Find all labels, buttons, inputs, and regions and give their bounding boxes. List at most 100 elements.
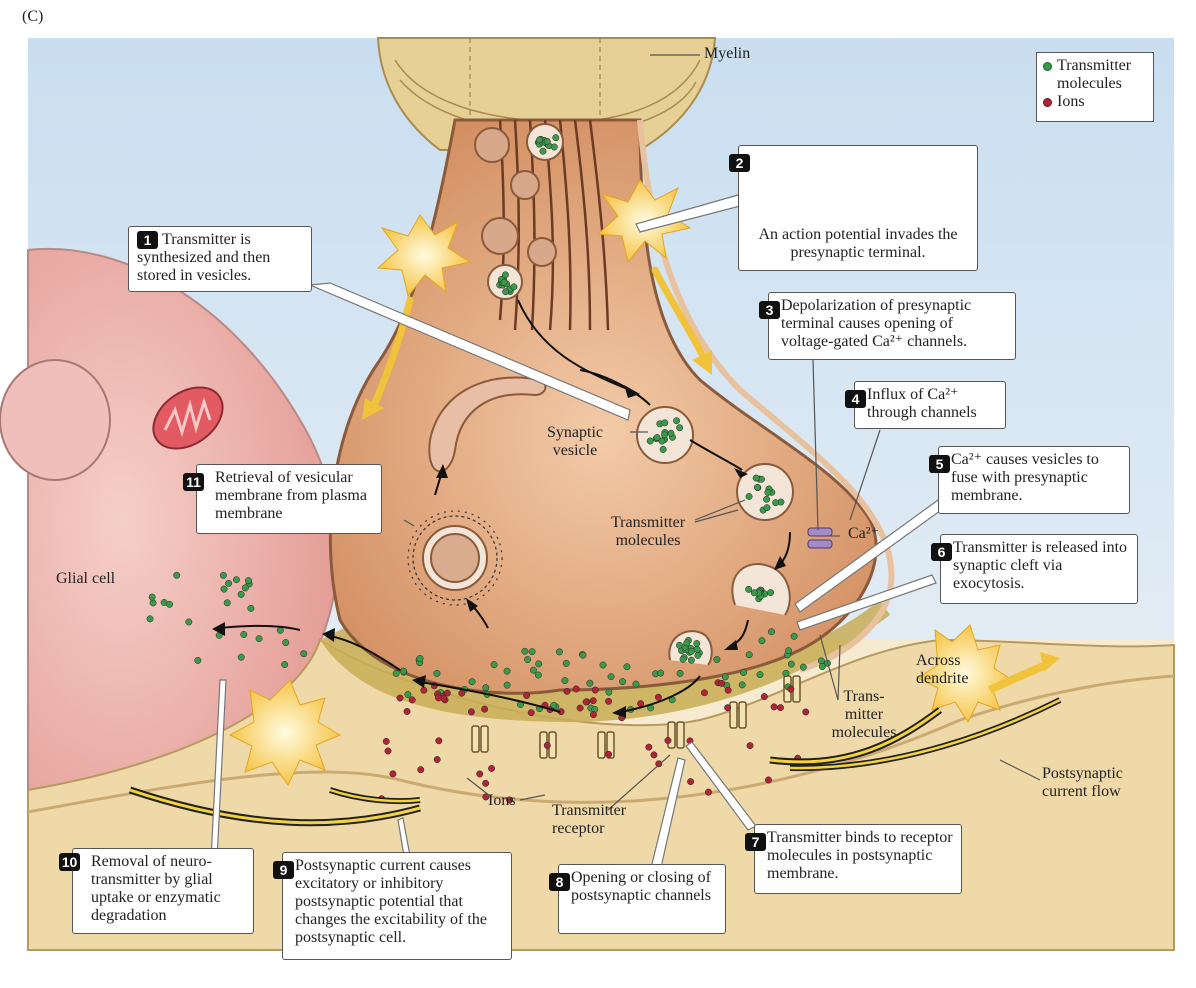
ion [563, 687, 571, 695]
transmitter-molecule [683, 639, 691, 647]
transmitter-molecule [586, 679, 594, 687]
action-potential-flash-right-icon [596, 179, 692, 264]
receptor-subunit [480, 725, 489, 753]
ion [488, 764, 496, 772]
transmitter-molecule [219, 571, 227, 579]
ion [417, 766, 425, 774]
transmitter-molecule [605, 688, 613, 696]
transmitter-molecules [146, 134, 831, 713]
ion [589, 711, 597, 719]
transmitter-molecule [694, 651, 702, 659]
transmitter-molecule [599, 661, 607, 669]
transmitter-molecule [646, 437, 654, 445]
transmitter-molecule [539, 147, 547, 155]
current-flow-arrows [128, 652, 1062, 827]
transmitter-molecule [433, 669, 441, 677]
ion [664, 737, 672, 744]
transmitter-molecule [166, 600, 173, 608]
transmitter-molecule [524, 656, 532, 664]
step-number: 7 [745, 833, 766, 851]
transmitter-molecule [657, 669, 665, 677]
ion [481, 705, 489, 713]
transmitter-molecule [500, 278, 508, 286]
ion [637, 700, 645, 708]
transmitter-molecule [673, 417, 681, 425]
label-ca2plus: Ca²⁺ [848, 525, 880, 542]
ion [582, 698, 590, 706]
step-number: 11 [183, 473, 204, 491]
ion [724, 704, 732, 712]
transmitter-molecule [661, 431, 669, 439]
transmitter-molecule [653, 434, 661, 441]
ion [420, 686, 428, 694]
transmitter-molecule [782, 669, 790, 677]
transmitter-molecule [607, 673, 615, 681]
transmitter-molecule [756, 671, 764, 679]
label-ions: Ions [488, 792, 516, 809]
transmitter-molecule [282, 639, 290, 647]
step-number: 1 [137, 231, 158, 249]
legend-ions: Ions [1043, 93, 1147, 111]
transmitter-molecule [220, 585, 228, 593]
transmitter-molecule [772, 499, 780, 507]
step-number: 3 [759, 301, 780, 319]
transmitter-molecule [687, 656, 695, 664]
transmitter-molecule [528, 648, 536, 656]
ion [802, 708, 810, 716]
transmitter-molecule [148, 593, 156, 601]
transmitter-molecule [399, 667, 407, 675]
transmitter-molecule [233, 576, 240, 584]
transmitter-molecule [255, 635, 263, 643]
clathrin-coat [407, 510, 503, 606]
ion [482, 779, 490, 787]
transmitter-molecule [763, 504, 771, 512]
ion [650, 751, 658, 759]
transmitter-molecule [623, 663, 631, 671]
ions [378, 679, 810, 804]
ion [765, 776, 772, 784]
ion [777, 704, 784, 712]
transmitter-molecule [503, 681, 511, 689]
step-number: 10 [59, 853, 80, 871]
ion [435, 737, 443, 745]
transmitter-molecule [223, 599, 231, 607]
label-glial-cell: Glial cell [56, 570, 116, 587]
transmitter-molecule [404, 691, 412, 698]
transmitter-molecule [632, 680, 640, 688]
receptor-subunit [729, 701, 738, 729]
transmitter-molecule [562, 659, 570, 667]
ion [527, 709, 535, 717]
transmitter-molecule [240, 631, 248, 638]
transmitter-molecule [787, 660, 795, 668]
transmitter-molecule [503, 667, 511, 675]
ion [770, 703, 778, 711]
step-text: Opening or closing of postsynaptic chann… [571, 869, 711, 904]
ion [482, 793, 490, 801]
transmitter-molecule [767, 589, 775, 597]
ion-dot-icon [1043, 97, 1052, 107]
action-potential-flash-left-icon [376, 214, 472, 298]
label-synaptic-vesicle: Synaptic vesicle [547, 424, 603, 459]
ion [506, 796, 514, 804]
label-across-dendrite: Across dendrite [916, 652, 969, 687]
transmitter-molecule [225, 579, 233, 587]
transmitter-molecule [237, 653, 245, 661]
label-myelin: Myelin [704, 45, 751, 62]
ion [408, 696, 416, 704]
transmitter-molecule [661, 419, 669, 427]
transmitter-molecule [543, 137, 551, 145]
ion [704, 788, 712, 796]
ion [467, 708, 475, 716]
transmitter-molecule [790, 632, 798, 640]
transmitter-molecule [245, 577, 252, 585]
label-transmitter-molecules-center: Transmitter molecules [610, 514, 686, 549]
transmitter-molecule [510, 283, 518, 291]
transmitter-molecule [679, 655, 687, 663]
label-transmitter-receptor: Transmitter receptor [552, 802, 627, 837]
